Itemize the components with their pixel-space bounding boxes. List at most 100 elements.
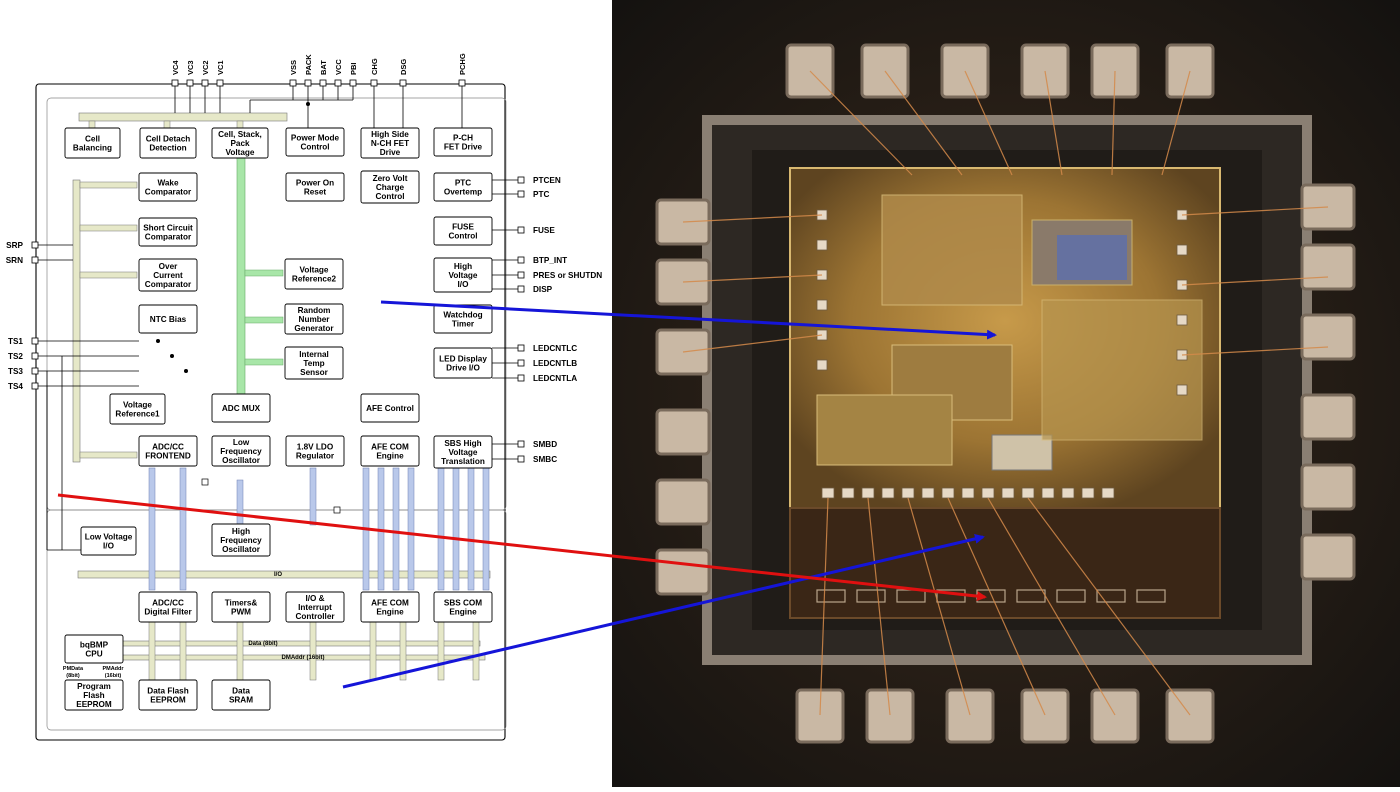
block-label: Reference2: [292, 275, 337, 284]
block-label: Current: [153, 271, 183, 280]
data-bus: [99, 640, 481, 647]
pin-pad: [334, 79, 342, 87]
bond-pad: [841, 487, 855, 499]
signal-lane: [482, 467, 490, 591]
block-box: [284, 346, 344, 380]
comparator-tap: [79, 451, 138, 459]
block-box: [109, 393, 166, 425]
bond-pad: [901, 487, 915, 499]
right-pin-label: PTC: [533, 190, 549, 199]
bond-pad: [881, 487, 895, 499]
die-block: [881, 194, 1023, 306]
cell-tap: [236, 120, 244, 129]
bond-pad: [1176, 384, 1188, 396]
lower-pad-structure: [1056, 589, 1086, 603]
block-label: PTC: [455, 178, 471, 187]
block-label: Power Mode: [291, 133, 340, 142]
block-label: Wake: [157, 178, 179, 187]
right-pin-label: FUSE: [533, 226, 555, 235]
die-block: [816, 394, 953, 466]
block-label: Short Circuit: [143, 223, 193, 232]
lead-pad: [1020, 688, 1070, 744]
block-label: Generator: [294, 324, 334, 333]
block-label: EEPROM: [76, 700, 112, 709]
block-label: 1.8V LDO: [297, 442, 334, 451]
block-label: EEPROM: [150, 696, 186, 705]
pmaddr-label: PMAddr: [102, 666, 124, 672]
left-pin-label: SRP: [6, 241, 23, 250]
bond-wire: [1111, 70, 1116, 176]
die-block: [1041, 299, 1203, 441]
pmdata-label: (8bit): [66, 673, 80, 679]
block-label: Data: [232, 686, 250, 695]
pin-pad: [517, 374, 525, 382]
data-bus-label: Data (8bit): [248, 641, 277, 647]
pin-pad: [517, 285, 525, 293]
block-label: Cell: [85, 134, 100, 143]
memory-lane: [179, 621, 187, 681]
memory-lane: [399, 621, 407, 681]
memory-lane: [472, 621, 480, 681]
pin-pad: [31, 352, 39, 360]
pin-pad: [517, 256, 525, 264]
pin-pad: [517, 176, 525, 184]
left-pin-label: TS1: [8, 337, 23, 346]
block-label: Pack: [230, 139, 250, 148]
left-pin-label: SRN: [6, 256, 23, 265]
bond-pad: [1001, 487, 1015, 499]
die-block: [991, 434, 1053, 471]
block-label: Watchdog: [443, 310, 482, 319]
lead-pad: [1300, 463, 1356, 511]
block-label: Cell, Stack,: [218, 130, 262, 139]
top-pin-label: CHG: [370, 58, 379, 75]
block-label: Oscillator: [222, 456, 261, 465]
right-pin-label: PRES or SHUTDN: [533, 271, 602, 280]
block-box: [138, 258, 198, 292]
pin-pad: [517, 226, 525, 234]
block-label: Control: [448, 232, 477, 241]
signal-lane: [377, 467, 385, 591]
block-label: Comparator: [145, 280, 192, 289]
right-pin-label: SMBC: [533, 455, 557, 464]
block-label: Number: [299, 315, 331, 324]
block-label: Voltage: [123, 400, 152, 409]
block-afe-control: AFE Control: [360, 393, 420, 423]
lead-pad: [945, 688, 995, 744]
block-box: [139, 127, 197, 159]
top-pin-label: PACK: [304, 54, 313, 75]
signal-lane: [362, 467, 370, 591]
top-pin-label: PBI: [349, 62, 358, 75]
block-box: [284, 258, 344, 290]
block-box: [138, 172, 198, 202]
block-adc-mux: ADC MUX: [211, 393, 271, 423]
block-label: Drive: [380, 148, 401, 157]
bond-pad: [1061, 487, 1075, 499]
block-label: Cell Detach: [146, 134, 191, 143]
memory-lane: [369, 621, 377, 681]
right-pin-label: BTP_INT: [533, 256, 567, 265]
block-label: N-CH FET: [371, 139, 409, 148]
memory-lane: [437, 621, 445, 681]
right-pin-label: LEDCNTLC: [533, 344, 577, 353]
bond-pad: [1041, 487, 1055, 499]
block-label: FET Drive: [444, 143, 483, 152]
bond-wire: [682, 334, 823, 353]
lead-pad: [1165, 688, 1215, 744]
voltage-tap: [244, 316, 284, 324]
pin-pad: [289, 79, 297, 87]
pin-pad: [517, 359, 525, 367]
block-box: [284, 303, 344, 335]
block-label: AFE Control: [366, 404, 414, 413]
